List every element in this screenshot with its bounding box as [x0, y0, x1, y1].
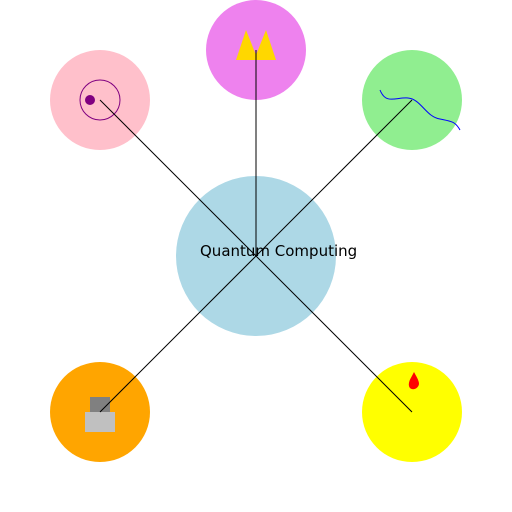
- wave-icon: [379, 89, 461, 131]
- computer-icon: [85, 397, 115, 432]
- connector-drop: [255, 255, 413, 413]
- connector-atom: [99, 99, 257, 257]
- drop-icon: [408, 372, 419, 390]
- crown-icon: [236, 30, 276, 60]
- connector-computer: [99, 255, 257, 413]
- atom-icon: [79, 79, 121, 121]
- connector-wave: [255, 99, 413, 257]
- center-label: Quantum Computing: [200, 242, 357, 260]
